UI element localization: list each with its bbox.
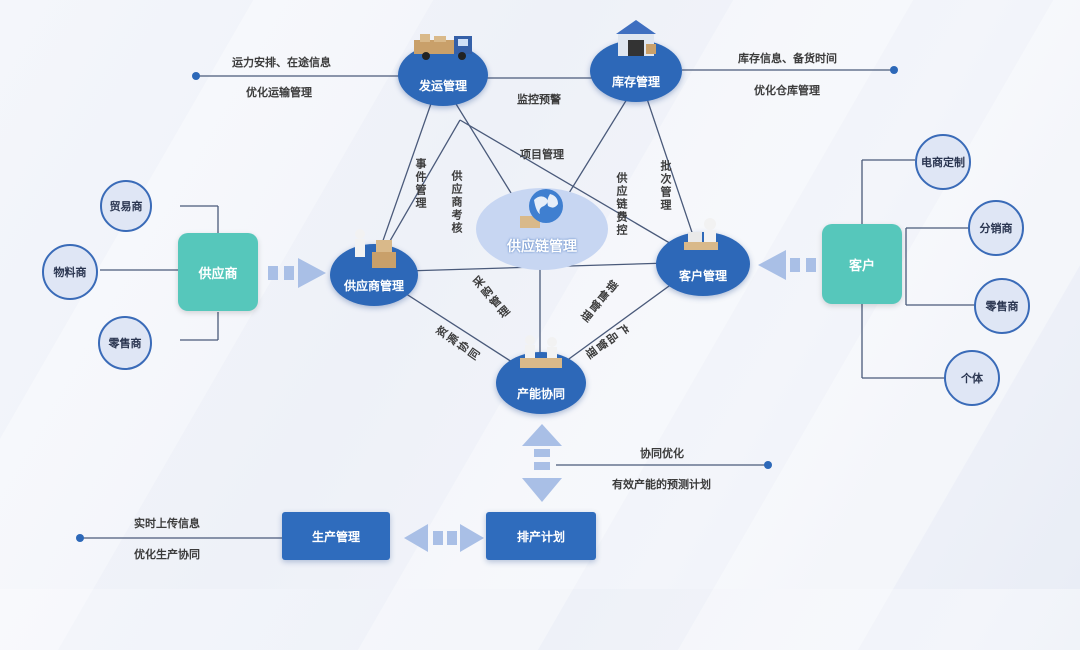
note-shipping-2: 优化运输管理 <box>246 87 312 99</box>
note-warehouse-2: 优化仓库管理 <box>754 85 820 97</box>
worker-boxes-icon <box>355 229 396 268</box>
note-shipping-1: 运力安排、在途信息 <box>232 57 331 69</box>
production-plan-node[interactable]: 排产计划 <box>486 512 596 560</box>
supplier-mgmt-label: 供应商管理 <box>343 279 404 293</box>
note-production-1: 实时上传信息 <box>134 518 200 530</box>
connection-lines <box>76 66 976 552</box>
supplier-type-trader[interactable]: 贸易商 <box>100 180 152 232</box>
production-mgmt-node[interactable]: 生产管理 <box>282 512 390 560</box>
workers-icon <box>520 335 562 368</box>
supplier-label: 供应商 <box>198 265 238 281</box>
supply-chain-label: 供应链管理 <box>507 238 577 254</box>
customer-type-distributor[interactable]: 分销商 <box>968 200 1024 256</box>
customer-type-individual[interactable]: 个体 <box>944 350 1000 406</box>
shipping-label: 发运管理 <box>418 79 467 93</box>
supply-chain-node[interactable]: 供应链管理 <box>476 188 608 270</box>
capacity-label: 产能协同 <box>516 387 565 401</box>
customer-type-ecommerce[interactable]: 电商定制 <box>915 134 971 190</box>
support-agent-icon <box>684 218 718 250</box>
supplier-type-material[interactable]: 物料商 <box>42 244 98 300</box>
supplier-type-retailer[interactable]: 零售商 <box>98 316 152 370</box>
globe-icon <box>520 189 563 228</box>
note-capacity-2: 有效产能的预测计划 <box>612 479 711 491</box>
customer-mgmt-label: 客户管理 <box>678 269 727 283</box>
supplier-mgmt-node[interactable]: 供应商管理 <box>330 244 418 306</box>
edge-label-project: 项目管理 <box>520 149 564 161</box>
customer-type-retailer[interactable]: 零售商 <box>974 278 1030 334</box>
note-warehouse-1: 库存信息、备货时间 <box>738 53 837 65</box>
warehouse-label: 库存管理 <box>611 75 660 89</box>
edge-label-batch: 批次管理 <box>659 160 671 212</box>
shipping-node[interactable]: 发运管理 <box>398 44 488 106</box>
note-capacity-1: 协同优化 <box>640 448 684 460</box>
edge-label-monitor: 监控预警 <box>517 94 561 106</box>
supplier-node[interactable]: 供应商 <box>178 233 258 311</box>
customer-node[interactable]: 客户 <box>822 224 902 304</box>
edge-label-cost-control: 供应链费控 <box>615 172 627 237</box>
warehouse-icon <box>616 20 656 56</box>
edge-label-supplier-eval: 供应商考核 <box>450 170 462 235</box>
edge-label-event: 事件管理 <box>414 158 426 210</box>
customer-label: 客户 <box>848 257 875 273</box>
truck-icon <box>414 34 472 60</box>
note-production-2: 优化生产协同 <box>134 549 200 561</box>
